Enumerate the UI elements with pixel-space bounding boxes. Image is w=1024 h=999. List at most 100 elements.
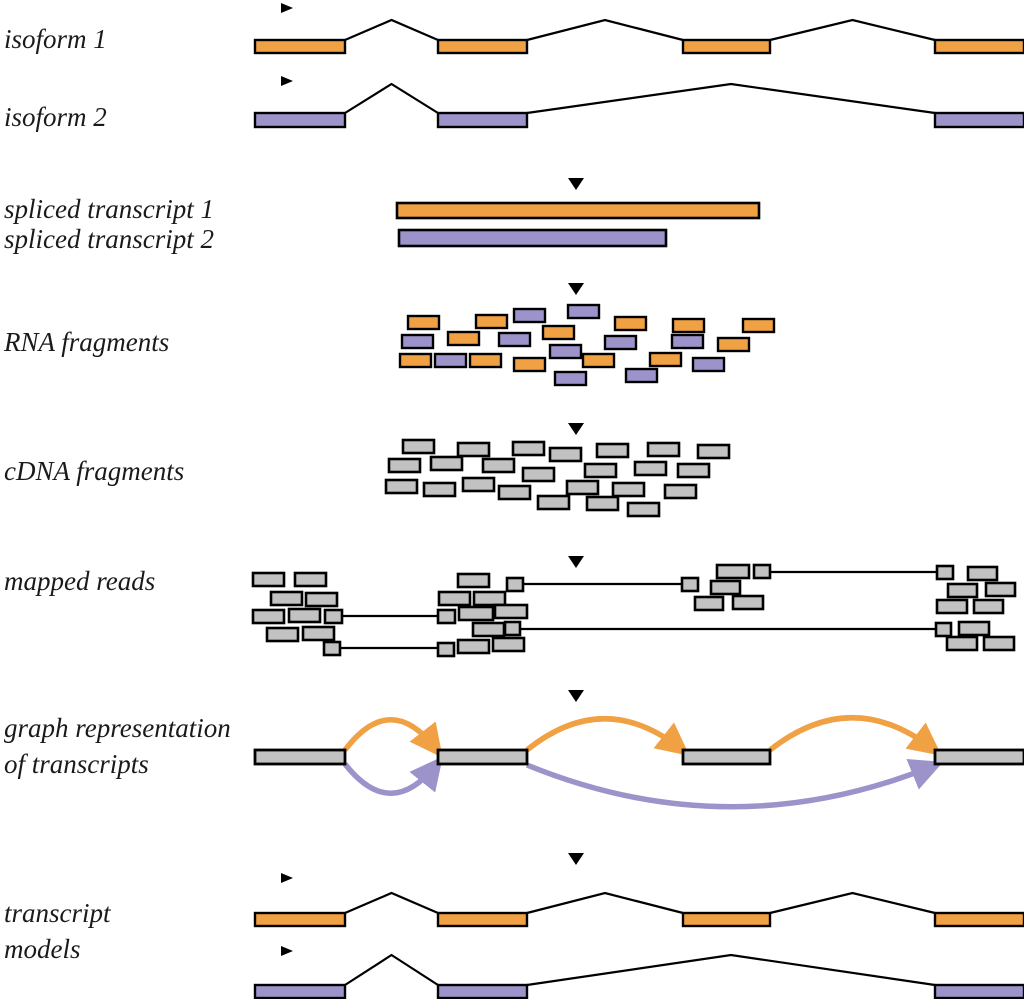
spliced-transcript-bar [395, 201, 761, 220]
cdna-fragment [583, 462, 618, 479]
label-spliced-transcript-1: spliced transcript 1 [4, 194, 214, 224]
cdna-fragment [497, 484, 532, 501]
cdna-fragment [521, 466, 556, 483]
cdna-fragment [461, 476, 496, 493]
step-arrow-icon [568, 556, 584, 568]
graph-node [933, 748, 1024, 766]
spliced-transcript-bar [397, 228, 668, 248]
mapped-read [436, 641, 456, 658]
mapped-read [436, 608, 457, 625]
splice-arc [342, 756, 443, 796]
exon [436, 38, 529, 55]
mapped-read [304, 591, 339, 608]
mapped-read [472, 590, 507, 607]
rna-fragment [716, 336, 751, 353]
step-arrow-icon [568, 178, 584, 190]
exon [681, 911, 772, 928]
cdna-fragment [585, 495, 620, 512]
mapped-read [752, 563, 772, 580]
mapped-read [731, 594, 765, 611]
intron-line [344, 953, 439, 986]
label-of-transcripts: of transcripts [4, 749, 149, 779]
step-arrow-icon [568, 690, 584, 702]
exon [253, 983, 347, 999]
rna-fragment [553, 370, 588, 387]
label-isoform-1: isoform 1 [4, 24, 107, 54]
rna-fragment [398, 352, 433, 369]
splice-arc [768, 715, 942, 756]
graph-node [253, 748, 347, 766]
cdna-fragment [626, 501, 661, 518]
rna-fragment [648, 351, 683, 368]
cdna-fragment [565, 479, 600, 496]
mapped-read [693, 595, 725, 612]
cdna-fragment [456, 441, 491, 458]
cdna-fragment [646, 441, 681, 458]
cdna-fragment [633, 460, 668, 477]
rna-fragment [541, 324, 576, 341]
intron-line [526, 82, 936, 115]
step-arrow-icon [568, 283, 584, 295]
mapped-read [957, 620, 991, 637]
mapped-read [456, 638, 491, 655]
mapped-read [505, 576, 525, 593]
rna-fragment [670, 333, 705, 350]
cdna-fragment [595, 442, 630, 459]
mapped-read [437, 590, 472, 607]
cdna-fragment [401, 438, 436, 455]
rna-fragment [446, 330, 481, 347]
mapped-read [287, 607, 322, 624]
exon [253, 111, 347, 129]
mapped-read [972, 598, 1005, 615]
splice-arc [525, 716, 690, 756]
cdna-fragment [536, 494, 571, 511]
label-rna-fragments: RNA fragments [4, 327, 170, 357]
rna-fragment [603, 334, 638, 351]
transcript-start-arrow-icon [281, 946, 293, 956]
intron-line [526, 953, 936, 987]
mapped-read [301, 625, 336, 642]
graph-node [436, 748, 529, 766]
mapped-read [471, 621, 506, 638]
rna-fragment [406, 314, 441, 331]
mapped-read [946, 582, 979, 599]
exon [681, 38, 772, 55]
mapped-read [493, 603, 529, 620]
cdna-fragment [429, 455, 464, 472]
mapped-read [456, 572, 491, 589]
intron-line [526, 891, 684, 915]
step-arrow-icon [568, 423, 584, 435]
mapped-read [935, 598, 969, 615]
exon [253, 911, 347, 928]
cdna-fragment [422, 481, 457, 498]
mapped-read [984, 581, 1017, 598]
label-spliced-transcript-2: spliced transcript 2 [4, 224, 214, 254]
cdna-fragment [481, 457, 516, 474]
cdna-fragment [387, 457, 422, 474]
label-models: models [4, 934, 81, 964]
exon [933, 38, 1024, 55]
label-mapped-reads: mapped reads [4, 566, 156, 596]
intron-line [344, 891, 439, 915]
transcript-start-arrow-icon [281, 873, 293, 883]
mapped-read [491, 636, 526, 653]
rna-fragment [400, 333, 435, 350]
rna-fragment [512, 356, 547, 373]
exon [933, 911, 1024, 928]
label-graph-representation: graph representation [4, 713, 231, 743]
graph-node [681, 748, 772, 766]
rna-fragment [497, 331, 532, 348]
rna-fragment [548, 343, 583, 360]
mapped-read [293, 571, 328, 588]
mapped-read [322, 640, 342, 657]
mapped-read [265, 626, 300, 643]
mapped-read [323, 608, 344, 625]
transcript-start-arrow-icon [281, 76, 293, 86]
mapped-read [503, 620, 522, 637]
cdna-fragment [696, 443, 731, 460]
splice-arc [342, 717, 443, 758]
rna-fragment [671, 317, 706, 334]
mapped-read [945, 635, 979, 652]
